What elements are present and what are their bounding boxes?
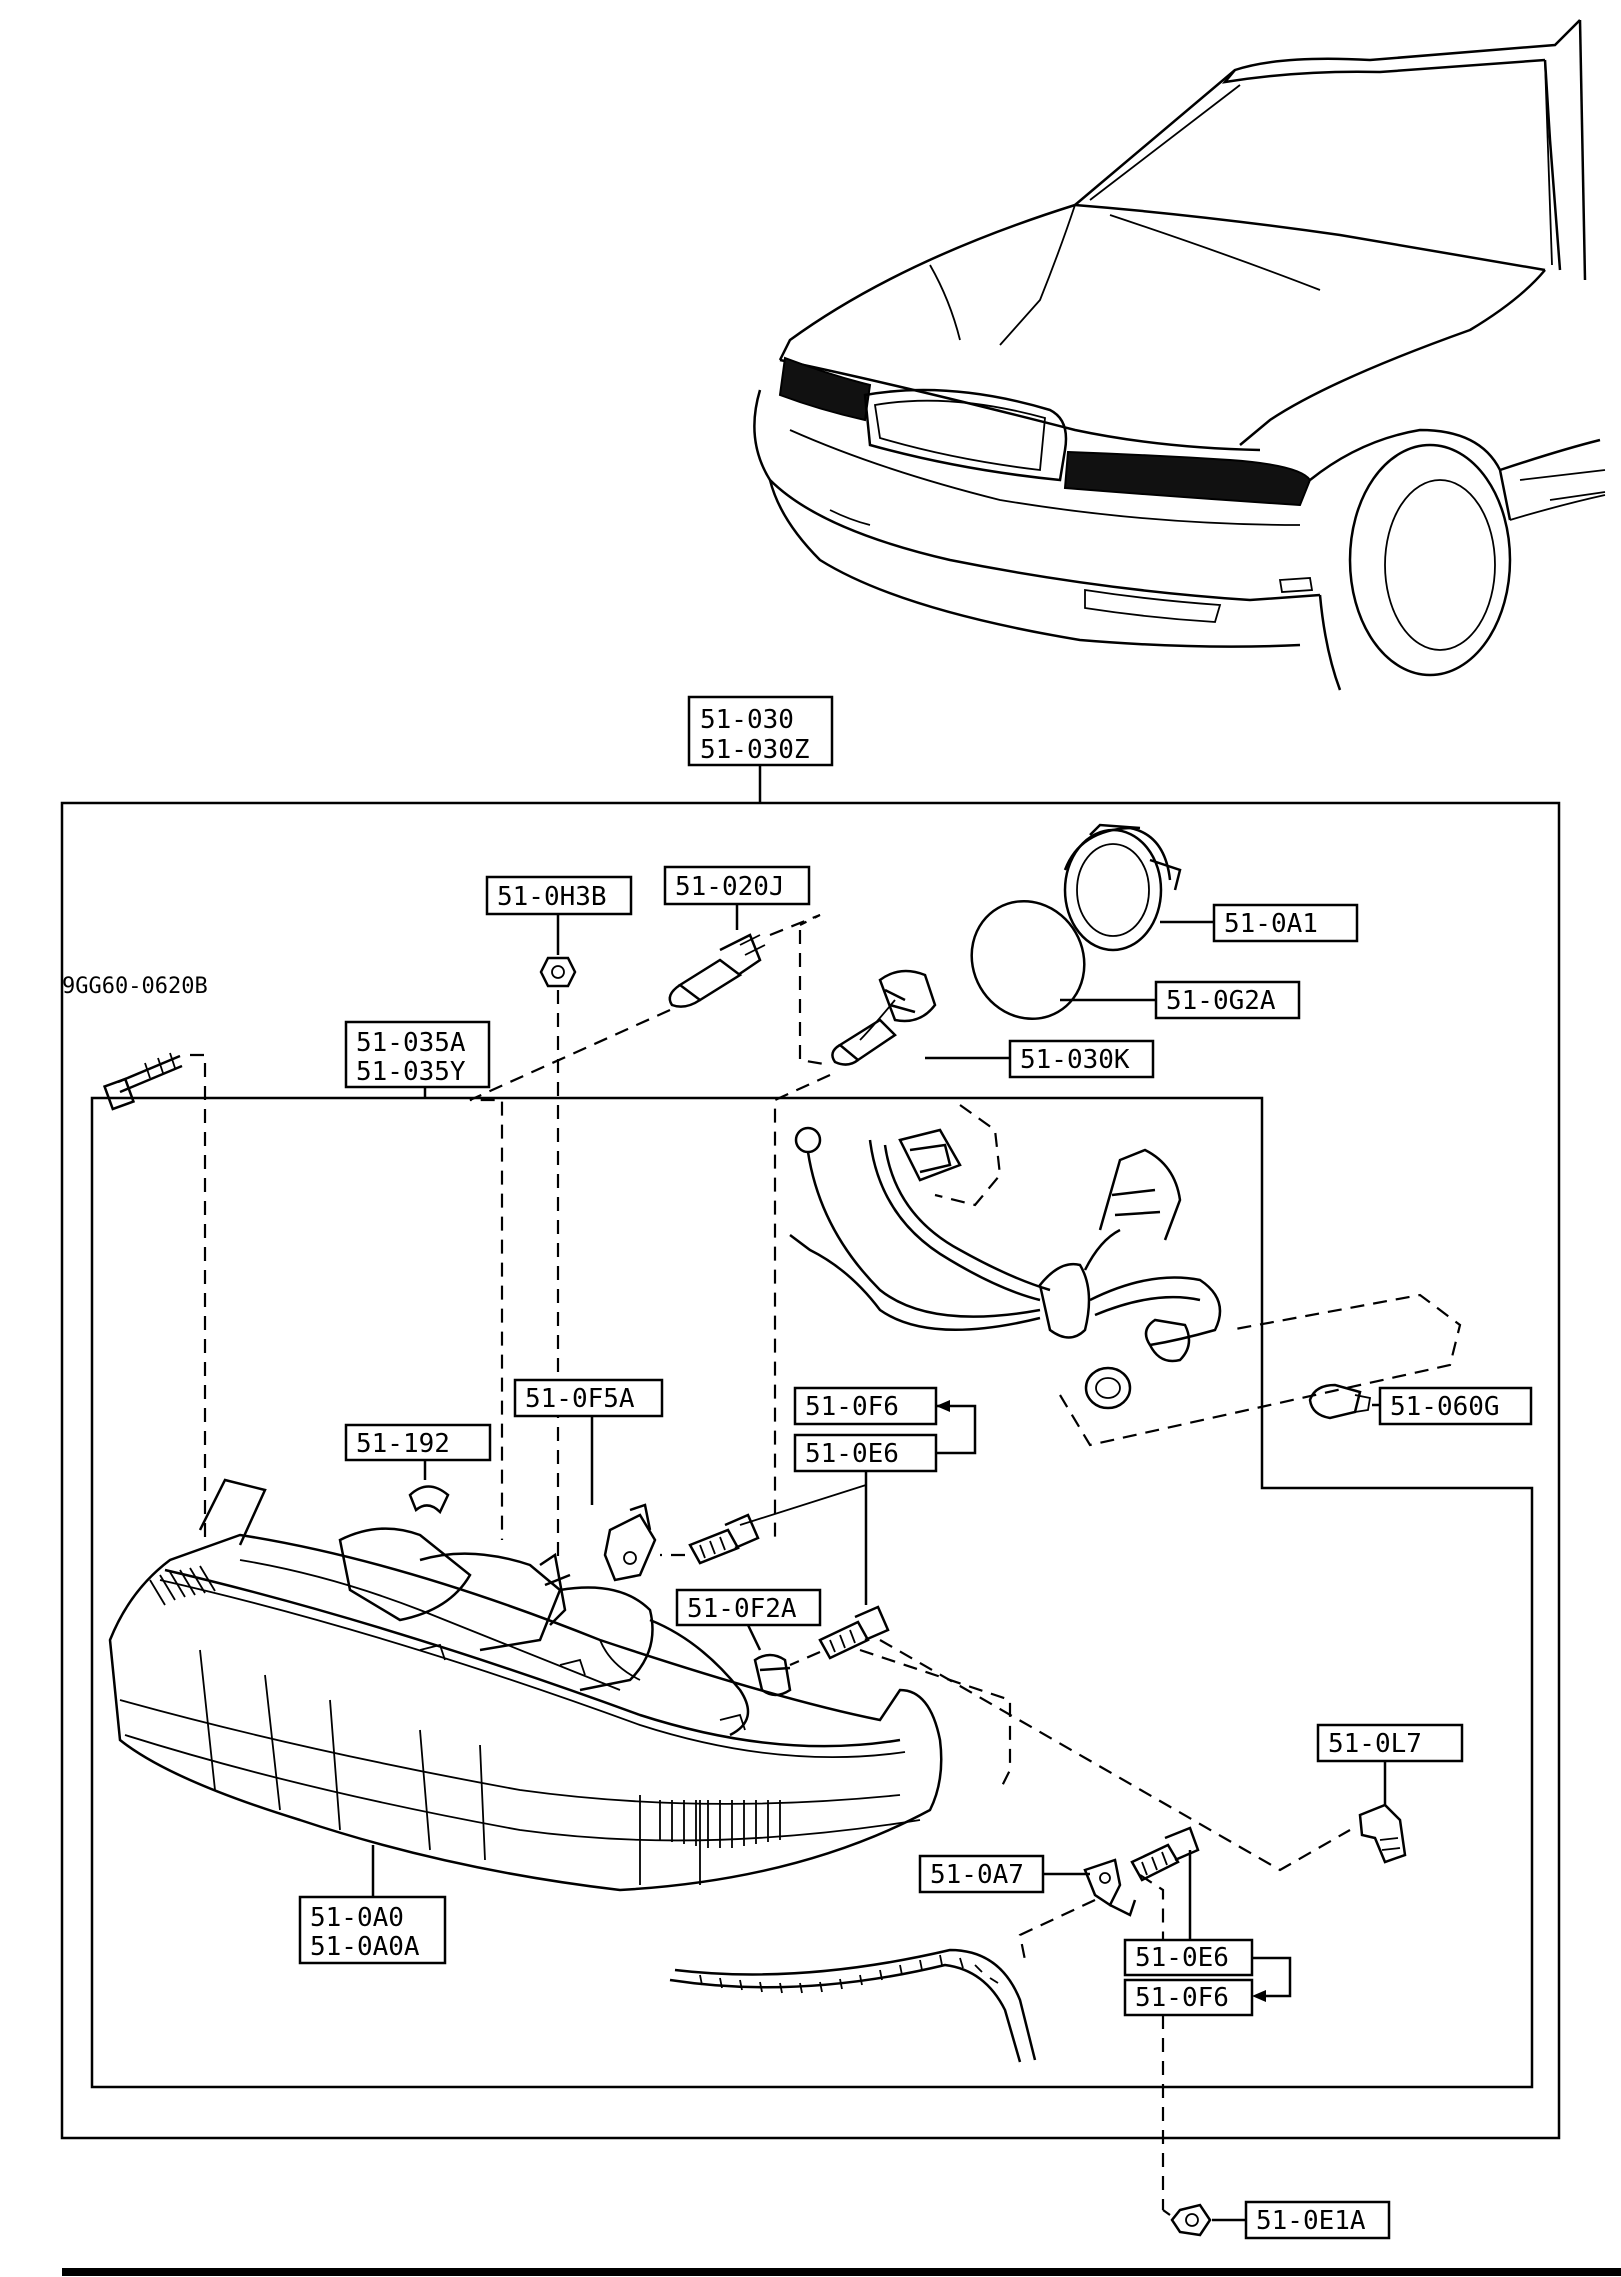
nut-0h3b: 51-0H3B (485, 875, 633, 1560)
clip-0f2a: 51-0F2A (675, 1588, 822, 1697)
dashed-leader-lower (859, 1648, 1012, 1791)
main-bulb-label: 51-030K (1020, 1045, 1130, 1075)
screw-upper-b-label: 51-0E6 (805, 1439, 899, 1469)
lens-label: 51-0A0 51-0A0A (298, 1895, 447, 1965)
housing-frame (90, 1096, 1534, 2089)
halogen-bulb-020j: 51-020J (469, 865, 821, 1540)
bolt-label: 9GG60-0620B (62, 974, 208, 999)
wiring-harness (789, 1104, 1462, 1447)
bolt-9gg60: 9GG60-0620B (62, 974, 208, 1545)
housing-label-line2: 51-035Y (356, 1057, 466, 1087)
car-illustration (753, 19, 1606, 691)
retainer-ring-0a1: 51-0A1 (1063, 823, 1359, 952)
screws-upper: 51-0F6 51-0E6 (660, 1386, 977, 1667)
retainer-ring-label: 51-0A1 (1224, 909, 1318, 939)
assembly-label-line2: 51-030Z (700, 735, 810, 765)
bottom-rule (62, 2268, 1621, 2276)
bracket-0a7-label: 51-0A7 (930, 1860, 1024, 1890)
assembly-label: 51-030 51-030Z (687, 695, 834, 803)
bracket-0a7: 51-0A7 (918, 1854, 1137, 1961)
clip-192: 51-192 (344, 1423, 492, 1515)
trim-strip (669, 1948, 1037, 2063)
housing-label-line1: 51-035A (356, 1028, 466, 1058)
main-bulb-030k: 51-030K (773, 930, 1155, 1545)
housing-label: 51-035A 51-035Y (344, 1020, 491, 1098)
grommet-label: 51-0E1A (1256, 2206, 1366, 2236)
side-bulb-060g: 51-060G (1308, 1383, 1533, 1426)
screws-lower: 51-0E6 51-0F6 (1123, 1826, 1292, 2210)
bracket-clip-0f5a: 51-0F5A (513, 1378, 664, 1582)
assembly-frame (60, 801, 1561, 2140)
lens-label-line2: 51-0A0A (310, 1932, 420, 1962)
side-bulb-label: 51-060G (1390, 1392, 1500, 1422)
assembly-label-line1: 51-030 (700, 705, 794, 735)
grommet-0e1a: 51-0E1A (1162, 2200, 1391, 2240)
dashed-leader-socket (879, 1639, 1351, 1872)
socket-label: 51-0L7 (1328, 1729, 1422, 1759)
bracket-clip-label: 51-0F5A (525, 1384, 635, 1414)
screw-lower-b-label: 51-0F6 (1135, 1983, 1229, 2013)
lens-label-line1: 51-0A0 (310, 1903, 404, 1933)
seal-ring-label: 51-0G2A (1166, 986, 1276, 1016)
screw-lower-a-label: 51-0E6 (1135, 1943, 1229, 1973)
halogen-bulb-label: 51-020J (675, 872, 785, 902)
screw-upper-a-label: 51-0F6 (805, 1392, 899, 1422)
nut-label: 51-0H3B (497, 882, 607, 912)
clip-192-label: 51-192 (356, 1429, 450, 1459)
socket-0l7: 51-0L7 (1316, 1723, 1464, 1864)
clip-0f2a-label: 51-0F2A (687, 1594, 797, 1624)
seal-ring-0g2a: 51-0G2A (970, 899, 1301, 1021)
headlamp-lens-assembly (108, 1478, 943, 1897)
